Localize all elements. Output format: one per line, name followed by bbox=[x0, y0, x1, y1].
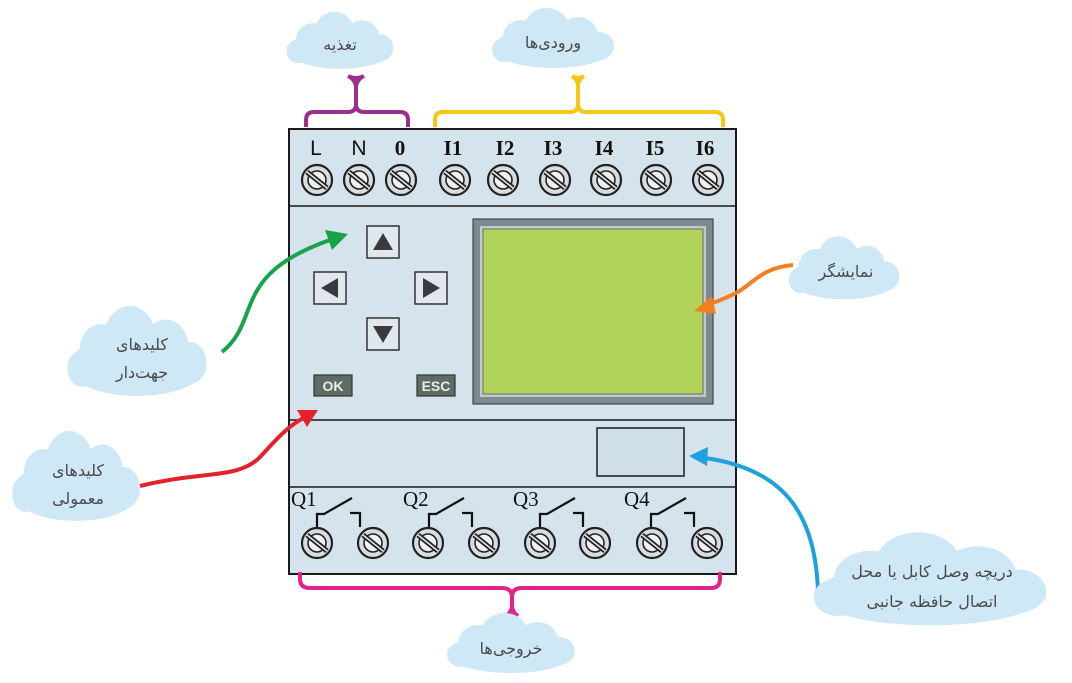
arrow-left-key[interactable] bbox=[313, 271, 347, 305]
func-keys-arrowhead bbox=[297, 410, 318, 427]
nav-keys-arrowhead bbox=[325, 230, 348, 250]
ok-key[interactable]: OK bbox=[313, 374, 353, 397]
output-label-Q2: Q2 bbox=[403, 487, 429, 511]
inputs-label: ورودی‌ها bbox=[525, 33, 581, 53]
output-label-Q1: Q1 bbox=[291, 487, 317, 511]
display-label: نمایشگر bbox=[818, 262, 874, 282]
esc-key[interactable]: ESC bbox=[416, 374, 456, 397]
screw-terminal-icon bbox=[302, 528, 332, 558]
arrow-right-key[interactable] bbox=[414, 271, 448, 305]
relay-contacts bbox=[315, 497, 696, 527]
screw-terminal-icon bbox=[302, 165, 332, 195]
screw-terminal-icon bbox=[591, 165, 621, 195]
output-label-Q4: Q4 bbox=[624, 487, 650, 511]
screw-terminal-icon bbox=[440, 165, 470, 195]
inputs-callout: ورودی‌ها bbox=[492, 8, 614, 68]
outputs-bracket bbox=[298, 572, 722, 618]
screw-terminal-icon bbox=[488, 165, 518, 195]
ok-key-label: OK bbox=[323, 378, 344, 394]
expansion-port bbox=[596, 427, 685, 477]
output-labels: Q1 Q2 Q3 Q4 bbox=[291, 487, 650, 511]
power-callout: تغذیه bbox=[286, 11, 394, 69]
relay-contact-icon bbox=[462, 511, 474, 527]
port-callout: دریچه وصل کابل یا محل اتصال حافظه جانبی bbox=[814, 532, 1046, 626]
relay-contact-icon bbox=[538, 497, 576, 527]
port-label-line2: اتصال حافظه جانبی bbox=[867, 592, 998, 611]
port-arrowhead bbox=[689, 447, 708, 466]
func-keys-callout: کلیدهای معمولی bbox=[12, 431, 140, 521]
nav-keys-label-line1: کلیدهای bbox=[116, 335, 168, 354]
terminal-label-N: N bbox=[351, 137, 366, 160]
arrow-left-key-icon bbox=[321, 278, 338, 298]
terminal-label-I6: I6 bbox=[696, 136, 715, 160]
screw-terminal-icon bbox=[525, 528, 555, 558]
lcd-screen bbox=[482, 228, 704, 395]
func-keys-label-line2: معمولی bbox=[52, 489, 104, 509]
relay-contact-icon bbox=[350, 511, 362, 527]
terminal-label-I2: I2 bbox=[496, 136, 515, 160]
screw-terminal-icon bbox=[540, 165, 570, 195]
arrow-up-key[interactable] bbox=[366, 225, 400, 259]
terminal-label-I3: I3 bbox=[544, 136, 563, 160]
screw-terminal-icon bbox=[386, 165, 416, 195]
arrow-down-key-icon bbox=[373, 326, 393, 343]
display-callout: نمایشگر bbox=[788, 236, 900, 300]
screw-terminal-icon bbox=[358, 528, 388, 558]
navigation-keypad bbox=[313, 225, 448, 351]
screw-terminal-icon bbox=[693, 165, 723, 195]
screw-terminal-icon bbox=[637, 528, 667, 558]
top-terminal-labels: L N 0 I1 I2 I3 I4 I5 I6 bbox=[310, 136, 714, 160]
screw-terminal-icon bbox=[580, 528, 610, 558]
port-label-line1: دریچه وصل کابل یا محل bbox=[851, 562, 1012, 582]
display-arrowhead bbox=[694, 296, 716, 314]
arrow-up-key-icon bbox=[373, 233, 393, 250]
lcd-display bbox=[472, 218, 714, 405]
terminal-label-I1: I1 bbox=[444, 136, 463, 160]
screw-terminal-icon bbox=[413, 528, 443, 558]
screw-terminal-icon bbox=[469, 528, 499, 558]
func-keys-arrow bbox=[139, 415, 306, 488]
display-arrow bbox=[707, 263, 794, 307]
power-bracket bbox=[304, 74, 410, 127]
terminal-label-I4: I4 bbox=[595, 136, 614, 160]
relay-contact-icon bbox=[315, 497, 353, 527]
relay-contact-icon bbox=[684, 511, 696, 527]
screw-terminal-icon bbox=[641, 165, 671, 195]
power-label: تغذیه bbox=[323, 35, 357, 54]
screw-terminal-icon bbox=[692, 528, 722, 558]
arrow-down-key[interactable] bbox=[366, 317, 400, 351]
outputs-label: خروجی‌ها bbox=[480, 639, 543, 659]
arrow-right-key-icon bbox=[423, 278, 440, 298]
output-label-Q3: Q3 bbox=[513, 487, 539, 511]
terminal-label-L: L bbox=[310, 137, 322, 160]
relay-contact-icon bbox=[573, 511, 585, 527]
inputs-bracket bbox=[433, 74, 725, 127]
nav-keys-arrow bbox=[220, 238, 331, 354]
func-keys-label-line1: کلیدهای bbox=[52, 461, 104, 480]
esc-key-label: ESC bbox=[422, 378, 451, 394]
port-arrow bbox=[704, 456, 820, 592]
terminal-label-0: 0 bbox=[395, 136, 406, 160]
screw-terminal-icon bbox=[344, 165, 374, 195]
terminal-label-I5: I5 bbox=[646, 136, 665, 160]
outputs-callout: خروجی‌ها bbox=[447, 613, 575, 673]
top-screw-terminals bbox=[302, 165, 723, 195]
nav-keys-callout: کلیدهای جهت‌دار bbox=[67, 306, 207, 396]
relay-contact-icon bbox=[649, 497, 687, 527]
relay-contact-icon bbox=[427, 497, 465, 527]
nav-keys-label-line2: جهت‌دار bbox=[115, 363, 168, 383]
